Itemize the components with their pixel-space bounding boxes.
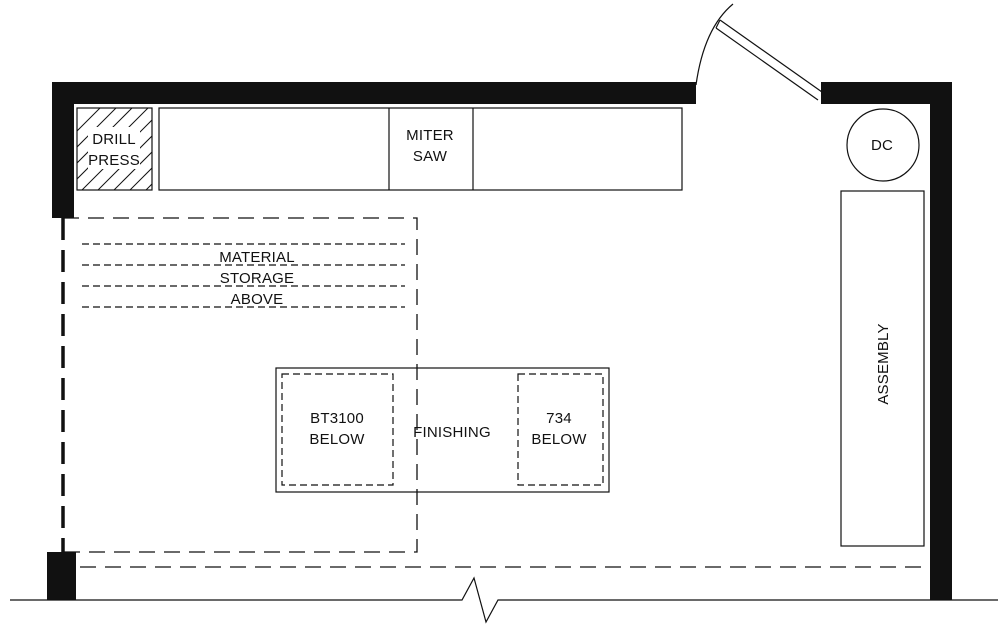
storage-label-line1: MATERIAL <box>219 249 295 266</box>
storage-label-bg-2 <box>216 267 298 284</box>
storage-label-line3: ABOVE <box>231 291 284 308</box>
miter-saw-label-line2: SAW <box>413 148 448 165</box>
storage-label-bg-1 <box>212 246 302 263</box>
tool-734-label-line1: 734 <box>546 410 572 427</box>
top-wall-right <box>821 82 952 104</box>
door-leaf-inner <box>715 27 819 101</box>
miter-saw-bench: MITER SAW <box>158 107 683 191</box>
miter-saw-label-line1: MITER <box>406 127 454 144</box>
material-storage-area: MATERIAL STORAGE ABOVE <box>63 217 418 553</box>
bt3100-label-line2: BELOW <box>309 431 365 448</box>
storage-label-bg-3 <box>228 288 286 305</box>
right-wall <box>930 82 952 600</box>
dust-collector-outline <box>846 108 920 182</box>
walls <box>47 82 952 600</box>
storage-label-line2: STORAGE <box>220 270 294 287</box>
door-leaf-outer <box>719 19 823 93</box>
break-line-path <box>10 576 998 624</box>
entry-door <box>695 3 823 101</box>
tool-734-label-line2: BELOW <box>531 431 587 448</box>
assembly-table: ASSEMBLY <box>840 190 925 547</box>
tool-734-outline <box>517 373 604 486</box>
assembly-label: ASSEMBLY <box>875 323 892 404</box>
finishing-table-outline <box>275 367 610 493</box>
dust-collector: DC <box>846 108 920 182</box>
bt3100-label-line1: BT3100 <box>310 410 364 427</box>
finishing-table: BT3100 BELOW FINISHING 734 BELOW <box>275 367 610 493</box>
drill-press-label-line2: PRESS <box>88 152 140 169</box>
bench-outline <box>158 107 683 191</box>
left-wall-lower-pier <box>47 552 76 600</box>
top-wall-left <box>52 82 696 104</box>
bt3100-outline <box>281 373 394 486</box>
drill-press-label-line1: DRILL <box>92 131 136 148</box>
finishing-label: FINISHING <box>413 424 491 441</box>
storage-boundary <box>63 217 418 553</box>
door-swing-arc <box>695 3 734 86</box>
drill-press: DRILL PRESS <box>76 107 153 191</box>
dust-collector-label: DC <box>871 137 893 154</box>
drill-press-label-bg <box>88 127 140 169</box>
left-wall-upper <box>52 82 74 218</box>
break-line <box>10 576 998 624</box>
door-leaf-end <box>715 19 721 29</box>
assembly-table-outline <box>840 190 925 547</box>
